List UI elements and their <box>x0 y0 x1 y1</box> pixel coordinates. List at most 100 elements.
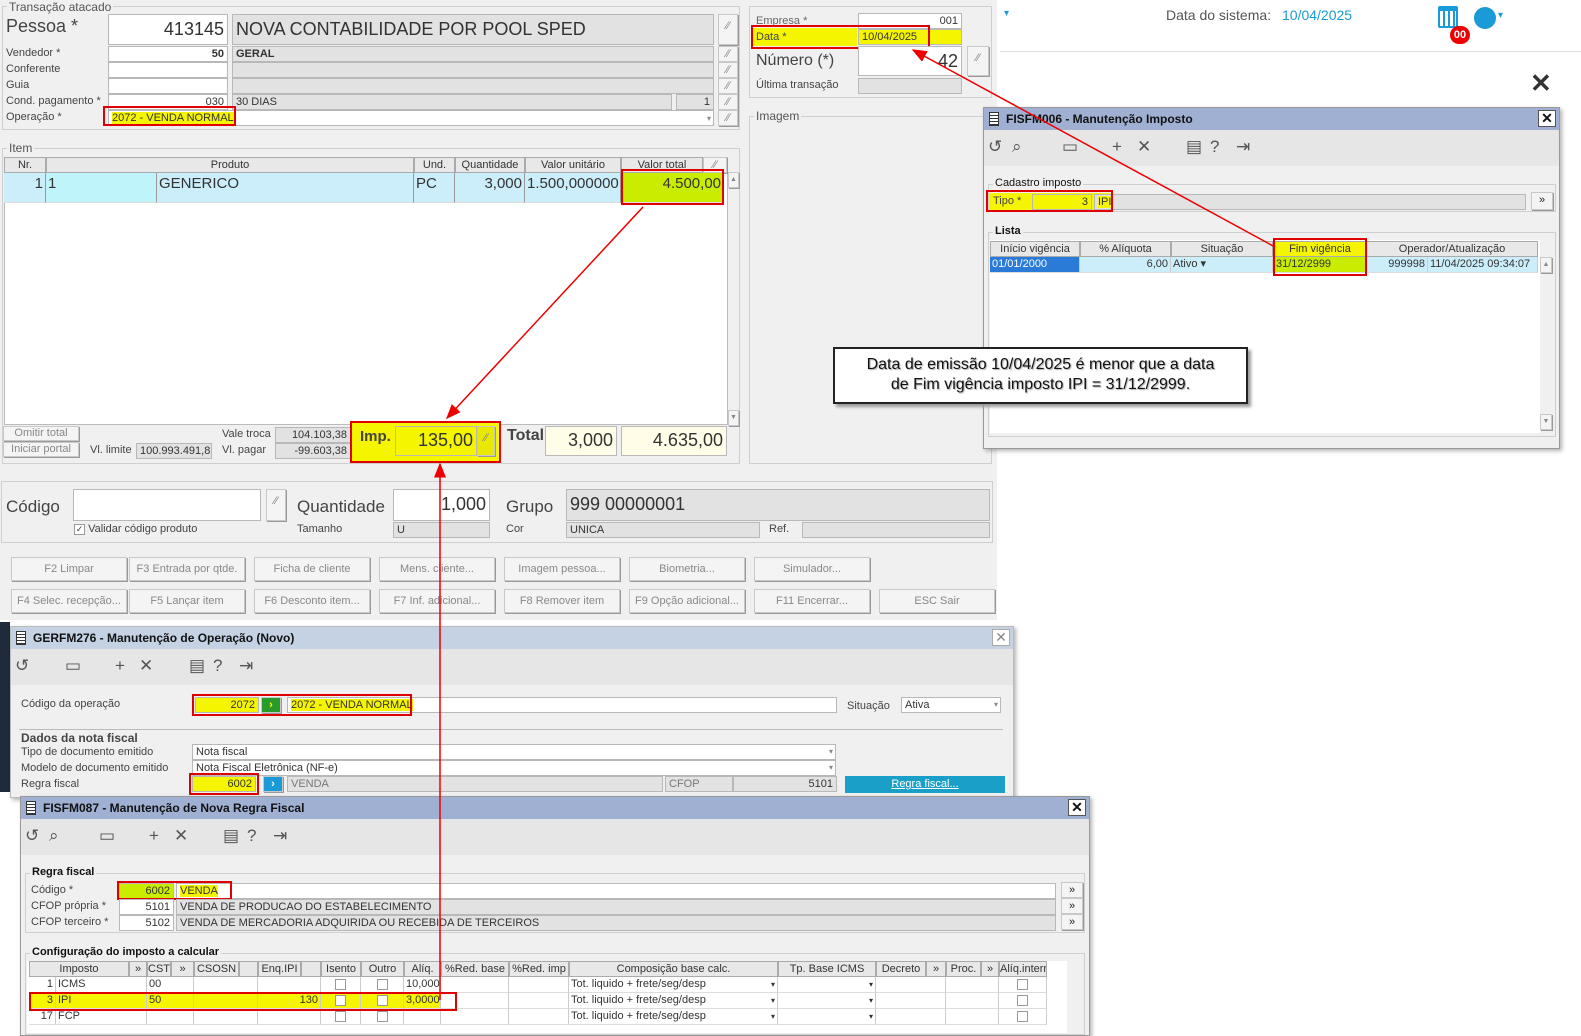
column-header-3[interactable]: Fim vigência <box>1274 241 1366 257</box>
composicao-select[interactable]: Tot. liquido + frete/seg/desp▾ <box>569 977 778 993</box>
omitir-total-button[interactable]: Omitir total <box>3 426 79 441</box>
function-button[interactable]: F6 Desconto item... <box>254 589 370 613</box>
save-icon[interactable]: ▭ <box>65 656 82 675</box>
tp-base-select[interactable]: ▾ <box>778 1009 876 1025</box>
function-button[interactable]: Ficha de cliente <box>254 557 370 581</box>
column-header-18[interactable]: » <box>981 961 999 977</box>
column-header-2[interactable]: CST <box>147 961 171 977</box>
guia-input[interactable] <box>108 78 228 94</box>
codigo-operacao-input[interactable]: 2072 <box>195 697 259 713</box>
lookup-button[interactable]: ⁄⁄ <box>718 94 738 110</box>
column-header-3[interactable]: Quantidade <box>455 157 525 173</box>
config-cell[interactable]: IPI <box>56 993 147 1009</box>
config-cell[interactable] <box>258 1009 321 1025</box>
function-button[interactable]: Mens. cliente... <box>379 557 495 581</box>
config-cell[interactable] <box>876 993 946 1009</box>
column-header-12[interactable]: %Red. imp <box>509 961 569 977</box>
calendar-icon[interactable]: ▤ <box>223 826 240 845</box>
composicao-select[interactable]: Tot. liquido + frete/seg/desp▾ <box>569 1009 778 1025</box>
scroll-down-button[interactable]: ▼ <box>1540 414 1552 430</box>
delete-icon[interactable]: ✕ <box>174 826 189 845</box>
column-header-4[interactable]: CSOSN <box>194 961 239 977</box>
lookup-button[interactable]: ⁄⁄ <box>718 46 738 62</box>
function-button[interactable]: Biometria... <box>629 557 745 581</box>
column-header-14[interactable]: Tp. Base ICMS <box>778 961 876 977</box>
save-icon[interactable]: ▭ <box>99 826 116 845</box>
config-cell[interactable]: ICMS <box>56 977 147 993</box>
delete-icon[interactable]: ✕ <box>1137 137 1152 156</box>
config-cell[interactable]: 3 <box>29 993 56 1009</box>
config-cell[interactable]: 00 <box>147 977 194 993</box>
imp-lookup-button[interactable]: ⁄⁄ <box>477 426 495 456</box>
checkbox[interactable] <box>999 993 1047 1009</box>
codigo-input[interactable] <box>73 489 261 521</box>
config-cell[interactable]: 10,000 <box>404 977 441 993</box>
exit-icon[interactable]: ⇥ <box>239 656 254 675</box>
item-cell[interactable]: 1.500,000000 <box>525 173 621 203</box>
calendar-icon[interactable]: ▤ <box>189 656 206 675</box>
undo-icon[interactable]: ↺ <box>988 137 1003 156</box>
tp-base-select[interactable]: ▾ <box>778 993 876 1009</box>
column-header-17[interactable]: Proc. <box>946 961 981 977</box>
iniciar-portal-button[interactable]: Iniciar portal <box>3 442 79 457</box>
help-icon[interactable]: ? <box>213 656 223 675</box>
function-button[interactable]: F2 Limpar <box>11 557 127 581</box>
exit-icon[interactable]: ⇥ <box>1236 137 1251 156</box>
config-cell[interactable] <box>876 977 946 993</box>
column-header-7[interactable] <box>301 961 321 977</box>
item-cell[interactable]: 1 <box>4 173 46 203</box>
column-header-9[interactable]: Outro <box>361 961 404 977</box>
calendar-icon[interactable] <box>1438 6 1458 28</box>
modelo-doc-select[interactable]: Nota Fiscal Eletrônica (NF-e)▾ <box>192 760 836 776</box>
close-button[interactable]: ✕ <box>992 629 1010 646</box>
column-header-0[interactable]: Imposto <box>29 961 129 977</box>
search-icon[interactable]: ⌕ <box>49 826 59 845</box>
close-icon[interactable]: ✕ <box>1530 68 1552 98</box>
calendar-icon[interactable]: ▤ <box>1186 137 1203 156</box>
function-button[interactable]: F4 Selec. recepção... <box>11 589 127 613</box>
function-button[interactable]: Simulador... <box>754 557 870 581</box>
help-icon[interactable]: ? <box>247 826 257 845</box>
config-cell[interactable]: 130 <box>258 993 321 1009</box>
config-cell[interactable] <box>194 977 258 993</box>
config-cell[interactable] <box>194 1009 258 1025</box>
codigo-lookup-button[interactable]: » <box>1061 882 1083 898</box>
validar-checkbox[interactable]: ✓ Validar código produto <box>74 523 197 535</box>
config-cell[interactable] <box>404 1009 441 1025</box>
regra-fiscal-input[interactable]: 6002 <box>192 776 256 792</box>
quantidade-input[interactable]: 1,000 <box>393 489 490 521</box>
column-header-11[interactable]: %Red. base <box>441 961 509 977</box>
config-cell[interactable] <box>509 993 569 1009</box>
function-button[interactable]: F8 Remover item <box>504 589 620 613</box>
column-header-2[interactable]: Situação <box>1171 241 1273 257</box>
codigo-input[interactable]: 6002 <box>119 883 174 899</box>
lista-cell[interactable]: 01/01/2000 <box>990 257 1080 273</box>
chevron-down-icon[interactable]: ▾ <box>1004 8 1010 19</box>
config-cell[interactable] <box>194 993 258 1009</box>
tipo-doc-select[interactable]: Nota fiscal▾ <box>192 744 836 760</box>
undo-icon[interactable]: ↺ <box>25 826 40 845</box>
checkbox[interactable] <box>321 1009 361 1025</box>
checkbox[interactable] <box>361 977 404 993</box>
cfop-propria-lookup-button[interactable]: » <box>1061 898 1083 914</box>
column-header-4[interactable]: Valor unitário <box>525 157 621 173</box>
conferente-input[interactable] <box>108 62 228 78</box>
cfop-terceiro-input[interactable]: 5102 <box>119 915 174 931</box>
lista-cell[interactable]: 31/12/2999 <box>1274 257 1366 273</box>
lista-cell[interactable]: 6,00 <box>1080 257 1171 273</box>
item-cell[interactable]: 1 <box>46 173 157 203</box>
function-button[interactable]: ESC Sair <box>879 589 995 613</box>
item-cell[interactable]: 3,000 <box>455 173 525 203</box>
close-button[interactable]: ✕ <box>1068 799 1086 816</box>
search-icon[interactable]: ⌕ <box>1012 137 1022 156</box>
config-cell[interactable] <box>946 977 999 993</box>
column-header-0[interactable]: Início vigência <box>990 241 1080 257</box>
column-header-19[interactable]: Alíq.interna <box>999 961 1047 977</box>
regra-fiscal-go-button[interactable]: › <box>263 776 283 792</box>
column-header-1[interactable]: » <box>129 961 147 977</box>
checkbox[interactable] <box>321 993 361 1009</box>
function-button[interactable]: Imagem pessoa... <box>504 557 620 581</box>
column-header-8[interactable]: Isento <box>321 961 361 977</box>
config-cell[interactable]: 1 <box>29 977 56 993</box>
numero-lookup-button[interactable]: ⁄⁄ <box>967 46 989 76</box>
